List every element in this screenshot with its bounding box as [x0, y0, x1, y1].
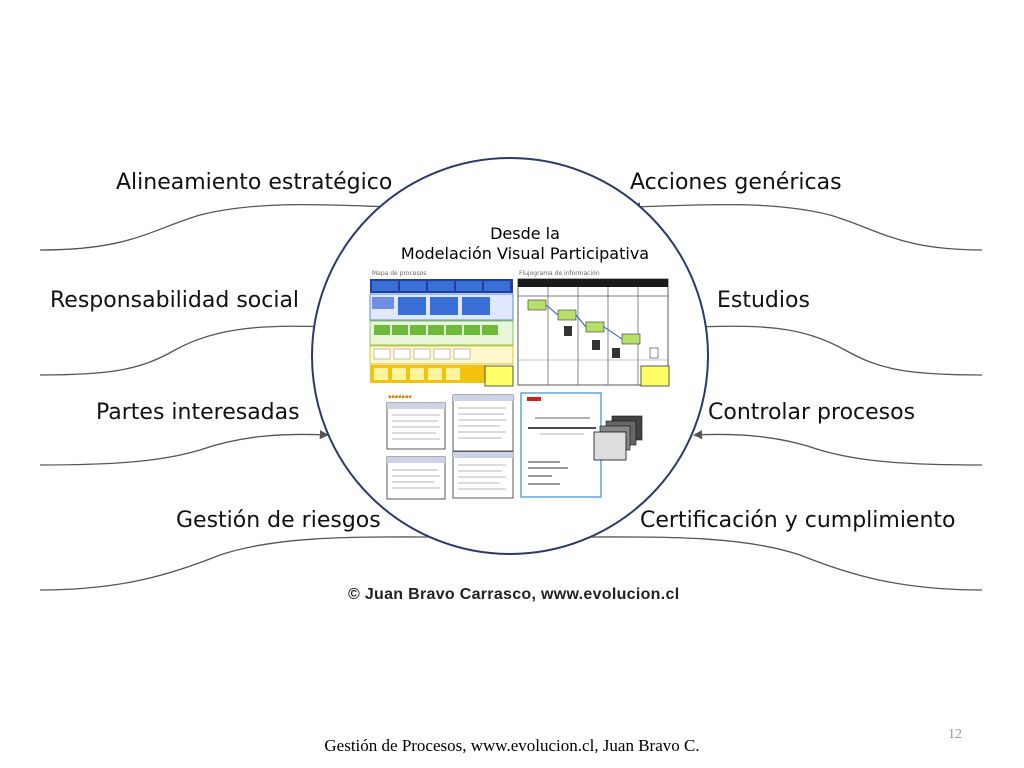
- page-number: 12: [948, 727, 962, 742]
- flow-diagram-caption: Flujograma de información: [519, 270, 600, 277]
- label-responsabilidad-social: Responsabilidad social: [50, 288, 300, 313]
- center-title-line1: Desde la: [490, 224, 560, 243]
- document-thumbnail: [520, 392, 643, 498]
- arrow-left-2: [39, 322, 339, 376]
- right-arrows: [569, 202, 983, 591]
- copyright-credit: © Juan Bravo Carrasco, www.evolucion.cl: [348, 586, 680, 603]
- arrow-right-1: [631, 202, 983, 251]
- arrow-left-3: [39, 430, 329, 466]
- label-estudios: Estudios: [717, 288, 810, 313]
- label-controlar-procesos: Controlar procesos: [708, 400, 916, 425]
- process-map-thumbnail: Mapa de procesos: [369, 270, 514, 387]
- arrow-right-2: [689, 322, 983, 376]
- arrow-left-4: [39, 532, 447, 591]
- label-gestion-de-riesgos: Gestión de riesgos: [176, 508, 381, 533]
- arrow-right-3: [693, 430, 983, 466]
- svg-text:▪▪▪▪▪▪▪: ▪▪▪▪▪▪▪: [388, 394, 412, 400]
- process-map-caption: Mapa de procesos: [372, 270, 426, 277]
- flow-diagram-thumbnail: Flujograma de información: [517, 270, 670, 387]
- label-acciones-genericas: Acciones genéricas: [630, 170, 842, 195]
- label-alineamiento-estrategico: Alineamiento estratégico: [116, 170, 393, 195]
- arrow-right-4: [569, 532, 983, 591]
- left-arrows: [39, 202, 447, 591]
- label-partes-interesadas: Partes interesadas: [96, 400, 300, 425]
- arrow-left-1: [39, 202, 393, 251]
- footer-text: Gestión de Procesos, www.evolucion.cl, J…: [324, 736, 700, 755]
- center-title-line2: Modelación Visual Participativa: [400, 244, 650, 263]
- label-certificacion-cumplimiento: Certificación y cumplimiento: [640, 508, 956, 533]
- description-cards-thumbnail: ▪▪▪▪▪▪▪: [386, 394, 514, 500]
